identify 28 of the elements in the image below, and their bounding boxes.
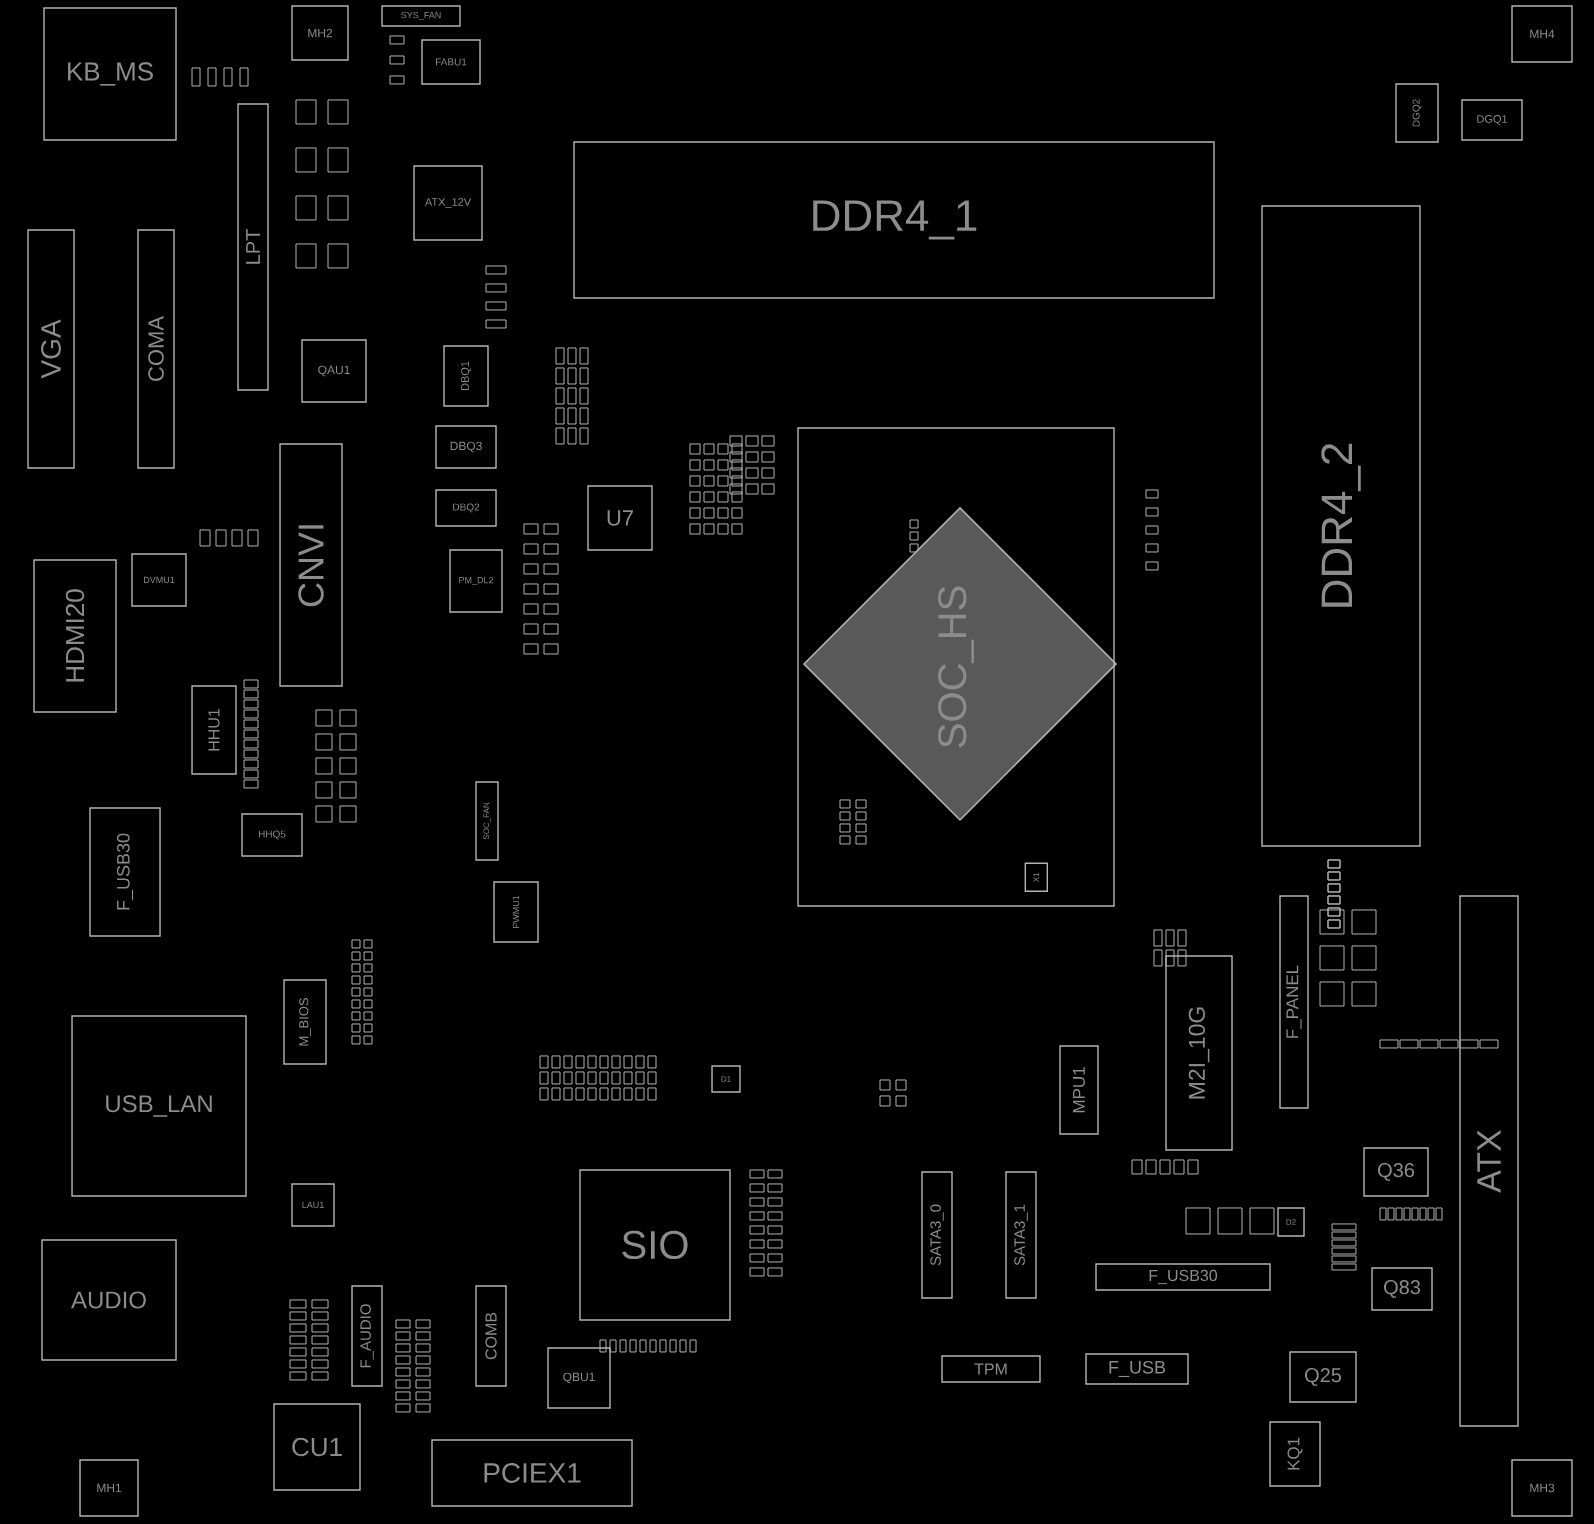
component-outline: F_USB30 [89, 807, 161, 937]
component-outline: KB_MS [43, 7, 177, 141]
component-outline: CU1 [273, 1403, 361, 1491]
component-outline: TPM [941, 1355, 1041, 1383]
component-outline: COMA [137, 229, 175, 469]
component-outline: PCIEX1 [431, 1439, 633, 1507]
component-outline: Q25 [1289, 1351, 1357, 1403]
component-outline: CNVI [279, 443, 343, 687]
component-outline: F_PANEL [1279, 895, 1309, 1109]
component-outline: COMB [475, 1285, 507, 1387]
component-outline: DDR4_2 [1261, 205, 1421, 847]
component-outline: SIO [579, 1169, 731, 1321]
component-outline: ATX [1459, 895, 1519, 1427]
component-outline: HHU1 [191, 685, 237, 775]
component-outline: F_USB30 [1095, 1263, 1271, 1291]
component-outline: KQ1 [1269, 1421, 1321, 1487]
component-outline: AUDIO [41, 1239, 177, 1361]
component-outline: DDR4_1 [573, 141, 1215, 299]
component-outline: U7 [587, 485, 653, 551]
component-outline: MPU1 [1059, 1045, 1099, 1135]
component-outline: VGA [27, 229, 75, 469]
component-outline: Q36 [1363, 1147, 1429, 1197]
component-outline: M2I_10G [1165, 955, 1233, 1151]
component-outline: Q83 [1371, 1267, 1433, 1311]
component-outline: HDMI20 [33, 559, 117, 713]
component-outline: USB_LAN [71, 1015, 247, 1197]
component-outline: F_USB [1085, 1353, 1189, 1385]
component-outline: LPT [237, 103, 269, 391]
